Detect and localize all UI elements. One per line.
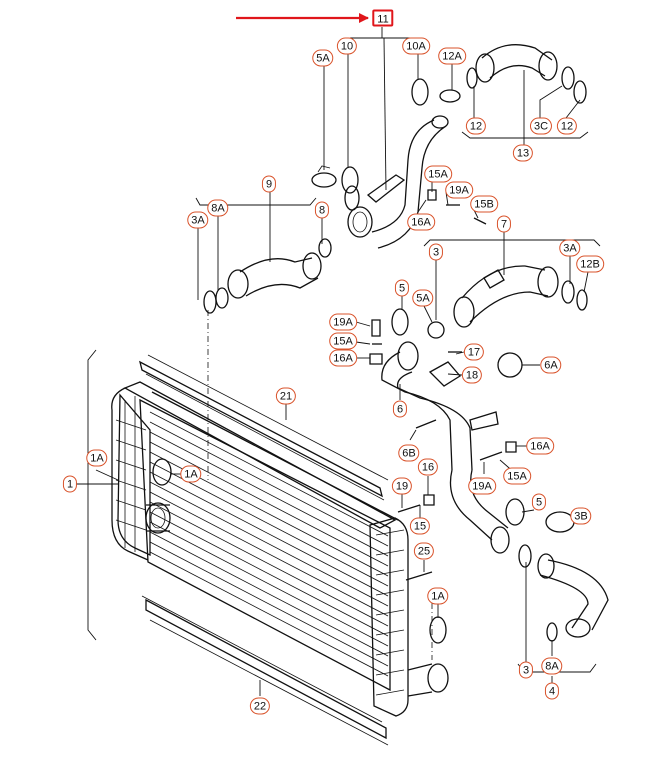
callout-21[interactable]: 21 (275, 387, 297, 405)
pressure-pipe-6 (381, 341, 523, 471)
callout-12b[interactable]: 12B (576, 255, 604, 273)
intercooler-radiator (111, 381, 449, 717)
callout-19a-right[interactable]: 19A (468, 477, 496, 495)
seal-10-lower (344, 185, 360, 211)
callout-6[interactable]: 6 (392, 400, 408, 418)
callout-5a-mid[interactable]: 5A (412, 289, 434, 307)
callout-16a-mid[interactable]: 16A (329, 349, 357, 367)
callout-13[interactable]: 13 (512, 144, 534, 162)
callout-17[interactable]: 17 (463, 343, 485, 361)
callout-22[interactable]: 22 (249, 697, 271, 715)
callout-5-low[interactable]: 5 (531, 493, 547, 511)
callout-3-low[interactable]: 3 (518, 661, 534, 679)
callout-9[interactable]: 9 (261, 175, 277, 193)
charge-hose-9 (203, 238, 332, 314)
charge-hose-4 (537, 553, 609, 642)
seal-5 (391, 308, 409, 336)
callout-4[interactable]: 4 (544, 682, 560, 700)
pressure-pipe-upper (347, 115, 449, 249)
callout-3a-right[interactable]: 3A (559, 239, 581, 257)
callout-1a-left[interactable]: 1A (86, 449, 108, 467)
callout-1[interactable]: 1 (62, 475, 78, 493)
o-ring-10a (411, 78, 429, 106)
callout-16[interactable]: 16 (417, 458, 439, 476)
callout-8a-low[interactable]: 8A (541, 657, 563, 675)
callout-19a-mid[interactable]: 19A (329, 313, 357, 331)
mounting-rail-lower (141, 595, 389, 746)
mounting-rail-upper (139, 354, 389, 501)
callout-15a-right[interactable]: 15A (503, 467, 531, 485)
seal-10 (341, 166, 359, 194)
pressure-pipe-lower (449, 469, 575, 568)
callout-8a-top[interactable]: 8A (207, 199, 229, 217)
callout-19a-top[interactable]: 19A (445, 181, 473, 199)
callout-1a-low[interactable]: 1A (427, 587, 449, 605)
callout-8[interactable]: 8 (314, 201, 330, 219)
charge-hose-7 (453, 265, 588, 328)
callout-12-right[interactable]: 12 (556, 117, 578, 135)
callout-19[interactable]: 19 (391, 477, 413, 495)
callout-18[interactable]: 18 (461, 366, 483, 384)
clamp-12a (439, 89, 461, 103)
callout-3b[interactable]: 3B (570, 507, 592, 525)
callout-16a-right[interactable]: 16A (526, 437, 554, 455)
callout-5a-top[interactable]: 5A (312, 49, 334, 67)
callout-15a-top[interactable]: 15A (424, 165, 452, 183)
callout-12-left[interactable]: 12 (465, 117, 487, 135)
callout-16a-top[interactable]: 16A (407, 213, 435, 231)
callout-10[interactable]: 10 (336, 37, 358, 55)
callout-12a[interactable]: 12A (438, 47, 466, 65)
hose-clamp-top (311, 165, 337, 188)
callout-3a-left[interactable]: 3A (187, 211, 209, 229)
callout-3c[interactable]: 3C (529, 117, 553, 135)
callout-15b[interactable]: 15B (470, 195, 498, 213)
callout-5[interactable]: 5 (394, 279, 410, 297)
fasteners (369, 189, 517, 581)
callout-10a[interactable]: 10A (402, 37, 430, 55)
seal-1a-inner (152, 458, 172, 486)
callout-3-mid[interactable]: 3 (428, 243, 444, 261)
callout-15a-mid[interactable]: 15A (329, 332, 357, 350)
callout-15[interactable]: 15 (409, 517, 431, 535)
charge-hose-13 (466, 44, 587, 104)
seal-5a-mid (427, 321, 445, 339)
callout-1a-inner[interactable]: 1A (180, 465, 202, 483)
callout-6a[interactable]: 6A (540, 356, 562, 374)
callout-25[interactable]: 25 (413, 542, 435, 560)
callout-6b[interactable]: 6B (398, 444, 420, 462)
callout-7[interactable]: 7 (496, 215, 512, 233)
callout-11[interactable]: 11 (372, 9, 394, 27)
